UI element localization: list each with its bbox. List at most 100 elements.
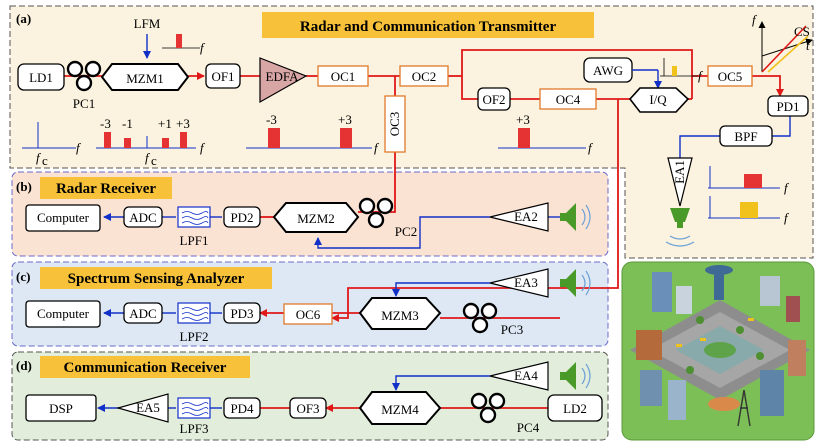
of1-axis-f: f bbox=[374, 140, 380, 155]
ea2-label: EA2 bbox=[514, 209, 538, 224]
pd1-box bbox=[767, 95, 809, 117]
pc3-label: PC3 bbox=[501, 322, 523, 337]
spectrum-analyzer-links bbox=[103, 282, 560, 319]
panel-b-tag: (b) bbox=[16, 179, 32, 194]
ssa-antenna-icon bbox=[560, 269, 591, 297]
mzm1-block bbox=[100, 63, 190, 91]
ld2-label: LD2 bbox=[563, 401, 587, 416]
rx-adc-label: ADC bbox=[129, 210, 156, 225]
panel-d-tag: (d) bbox=[16, 358, 32, 373]
cr-lpf-label: LPF3 bbox=[180, 421, 209, 436]
panel-c-title: Spectrum Sensing Analyzer bbox=[68, 271, 245, 287]
ld1-box bbox=[17, 63, 65, 91]
oc1-label: OC1 bbox=[331, 69, 356, 84]
polarization-controller-icon bbox=[66, 60, 102, 92]
of1-label: OF1 bbox=[211, 69, 234, 84]
mzm1-axis-f: f bbox=[200, 140, 206, 155]
out2-axis-f: f bbox=[784, 210, 790, 225]
of1-box bbox=[205, 63, 241, 89]
oc5-box bbox=[707, 65, 753, 87]
out1-axis-f: f bbox=[784, 180, 790, 195]
awg-axis-f: f bbox=[698, 68, 704, 83]
lfm-label: LFM bbox=[134, 16, 161, 31]
pc1-label: PC1 bbox=[73, 96, 95, 111]
rx-computer-label: Computer bbox=[37, 210, 90, 225]
spectrum-of1-output: -3 +3 f bbox=[246, 112, 380, 155]
panel-b-title: Radar Receiver bbox=[56, 181, 156, 197]
awg-label: AWG bbox=[593, 63, 623, 78]
of1-order-p3: +3 bbox=[338, 112, 352, 127]
oc3-label: OC3 bbox=[387, 112, 402, 137]
tx-antenna-icon bbox=[665, 208, 695, 247]
chirp-tf-icon: f t CS bbox=[752, 12, 813, 73]
oc2-label: OC2 bbox=[412, 69, 437, 84]
mzm3-block bbox=[358, 297, 442, 330]
mzm1-fc-sub: c bbox=[151, 153, 157, 168]
ea4-label: EA4 bbox=[514, 368, 538, 383]
panel-d-title: Communication Receiver bbox=[64, 360, 227, 376]
spectrum-carrier: f f c bbox=[22, 122, 82, 168]
oc3-box bbox=[384, 95, 406, 153]
lfm-spectrum-icon: f bbox=[162, 34, 206, 55]
lpf-filter-icon bbox=[177, 302, 211, 324]
ea3-amplifier bbox=[489, 268, 549, 298]
rx-pd-box bbox=[223, 206, 261, 228]
chirp-axis-f: f bbox=[752, 12, 758, 27]
pd1-label: PD1 bbox=[776, 99, 799, 114]
carrier-fc-sub: c bbox=[42, 153, 48, 168]
edfa-amplifier bbox=[259, 57, 308, 104]
ea4-amplifier bbox=[489, 361, 549, 391]
lfm-axis-f: f bbox=[200, 40, 206, 55]
oc4-box bbox=[539, 88, 597, 110]
panel-a-title: Radar and Communication Transmitter bbox=[300, 19, 557, 35]
mzm1-fc-label: f bbox=[145, 150, 151, 165]
ea1-label: EA1 bbox=[672, 160, 687, 184]
mzm2-label: MZM2 bbox=[297, 211, 335, 226]
rx-antenna-icon bbox=[560, 203, 591, 231]
bpf-box bbox=[719, 125, 773, 147]
mzm1-order-m1: -1 bbox=[122, 116, 133, 131]
panel-c-title-bg bbox=[40, 267, 272, 289]
of2-axis-f: f bbox=[588, 140, 594, 155]
ssa-computer-box bbox=[25, 300, 101, 328]
mzm1-order-p3: +3 bbox=[176, 116, 190, 131]
of2-label: OF2 bbox=[482, 92, 505, 107]
polarization-controller-icon bbox=[470, 392, 506, 424]
spectrum-of2-output: +3 f bbox=[498, 112, 594, 155]
iq-modulator bbox=[628, 87, 690, 113]
ssa-pd-box bbox=[223, 302, 261, 324]
mzm1-label: MZM1 bbox=[126, 71, 164, 86]
carrier-axis-f: f bbox=[76, 140, 82, 155]
oc2-box bbox=[399, 65, 449, 87]
cr-antenna-icon bbox=[560, 362, 591, 390]
lpf-filter-icon bbox=[177, 206, 211, 228]
of1-order-m3: -3 bbox=[266, 112, 277, 127]
rx-computer-box bbox=[25, 204, 101, 232]
oc1-box bbox=[317, 65, 369, 87]
oc5-label: OC5 bbox=[718, 69, 743, 84]
of3-box bbox=[289, 397, 327, 419]
rx-pd-label: PD2 bbox=[230, 210, 253, 225]
chirp-cs-label: CS bbox=[794, 24, 810, 39]
city-scene-icon bbox=[621, 261, 815, 441]
ssa-pd-label: PD3 bbox=[230, 306, 253, 321]
pc4-label: PC4 bbox=[517, 420, 540, 435]
chirp-axis-t: t bbox=[806, 38, 810, 53]
cr-pd-box bbox=[223, 397, 261, 419]
mzm1-order-p1: +1 bbox=[158, 116, 172, 131]
mzm1-order-m3: -3 bbox=[100, 116, 111, 131]
oc4-label: OC4 bbox=[556, 92, 581, 107]
polarization-controller-icon bbox=[462, 302, 498, 334]
panel-a-title-bg bbox=[262, 12, 594, 38]
of2-order-p3: +3 bbox=[516, 112, 530, 127]
iq-label: I/Q bbox=[649, 92, 667, 107]
carrier-fc-label: f bbox=[36, 150, 42, 165]
ea3-label: EA3 bbox=[514, 275, 538, 290]
oc6-box bbox=[283, 303, 333, 325]
panel-a-tag: (a) bbox=[16, 11, 31, 26]
radar-receiver-links bbox=[103, 213, 560, 249]
panel-c-tag: (c) bbox=[16, 269, 30, 284]
edfa-label: EDFA bbox=[266, 69, 300, 84]
mzm4-label: MZM4 bbox=[381, 402, 419, 417]
